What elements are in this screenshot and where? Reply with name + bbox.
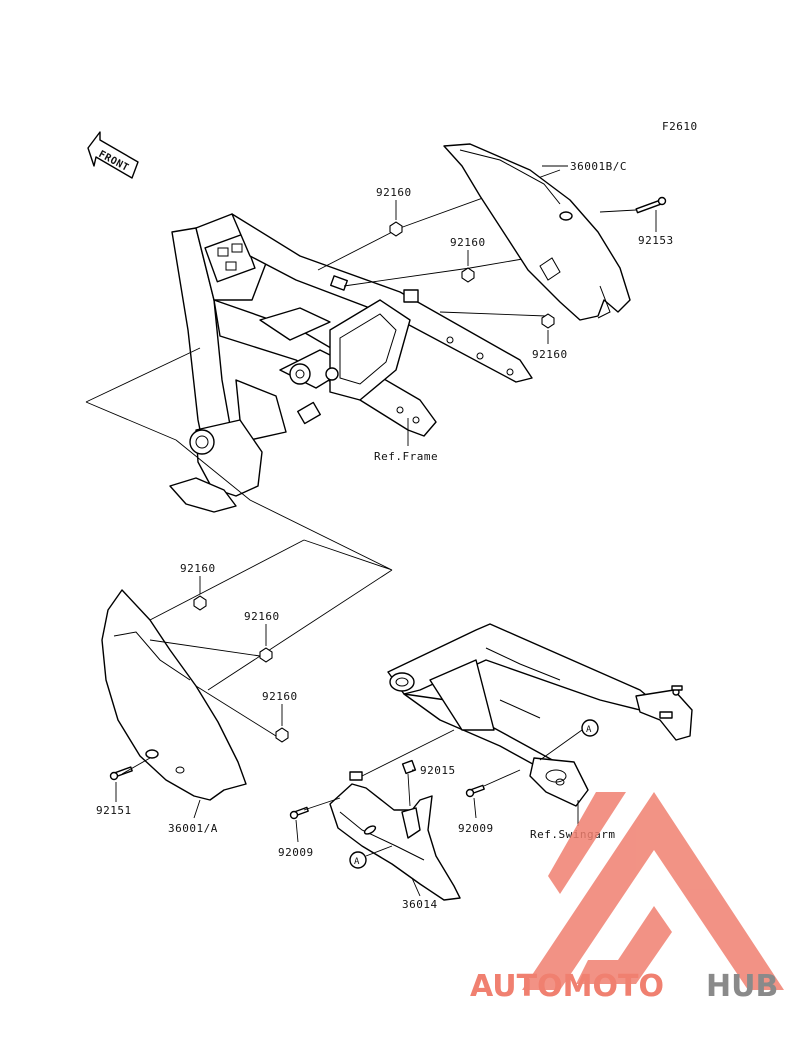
label-collar-5: 92160 bbox=[244, 610, 280, 623]
label-collar-6: 92160 bbox=[262, 690, 298, 703]
front-arrow-icon: FRONT bbox=[87, 131, 139, 179]
ref-frame-label: Ref.Frame bbox=[374, 450, 438, 463]
label-collar-4: 92160 bbox=[180, 562, 216, 575]
collar-icon bbox=[541, 313, 555, 329]
bolt-92153-icon bbox=[635, 196, 667, 214]
right-side-cover bbox=[443, 143, 631, 321]
label-bolt-92151: 92151 bbox=[96, 804, 132, 817]
label-collar-1: 92160 bbox=[376, 186, 412, 199]
frame-drawing bbox=[169, 213, 533, 513]
collar-icon bbox=[193, 595, 207, 611]
left-side-cover bbox=[101, 589, 247, 801]
label-chain-cover: 36014 bbox=[402, 898, 438, 911]
plate-92015-icon bbox=[401, 759, 417, 775]
label-bolt-92009-right: 92009 bbox=[458, 822, 494, 835]
callout-a-upper: A bbox=[581, 719, 599, 737]
chain-cover bbox=[329, 771, 461, 901]
collar-icon bbox=[389, 221, 403, 237]
svg-text:A: A bbox=[354, 857, 360, 867]
label-bolt-92009-left: 92009 bbox=[278, 846, 314, 859]
svg-text:A: A bbox=[586, 725, 592, 735]
watermark-logo-icon bbox=[522, 792, 784, 990]
swingarm-drawing bbox=[387, 623, 693, 807]
collar-icon bbox=[461, 267, 475, 283]
figure-code: F2610 bbox=[662, 120, 698, 133]
bolt-92009-icon bbox=[289, 806, 309, 820]
label-cover-right: 36001B/C bbox=[570, 160, 627, 173]
callout-a-lower: A bbox=[349, 851, 367, 869]
label-cover-left: 36001/A bbox=[168, 822, 218, 835]
watermark-text-primary: AUTOMOTO bbox=[470, 969, 664, 1004]
bolt-92151-icon bbox=[109, 766, 133, 781]
label-bolt-92153: 92153 bbox=[638, 234, 674, 247]
collar-icon bbox=[275, 727, 289, 743]
collar-icon bbox=[259, 647, 273, 663]
label-collar-2: 92160 bbox=[450, 236, 486, 249]
label-collar-3: 92160 bbox=[532, 348, 568, 361]
bolt-92009-icon bbox=[465, 784, 485, 798]
label-plate-92015: 92015 bbox=[420, 764, 456, 777]
watermark-text-secondary: HUB bbox=[706, 969, 778, 1004]
